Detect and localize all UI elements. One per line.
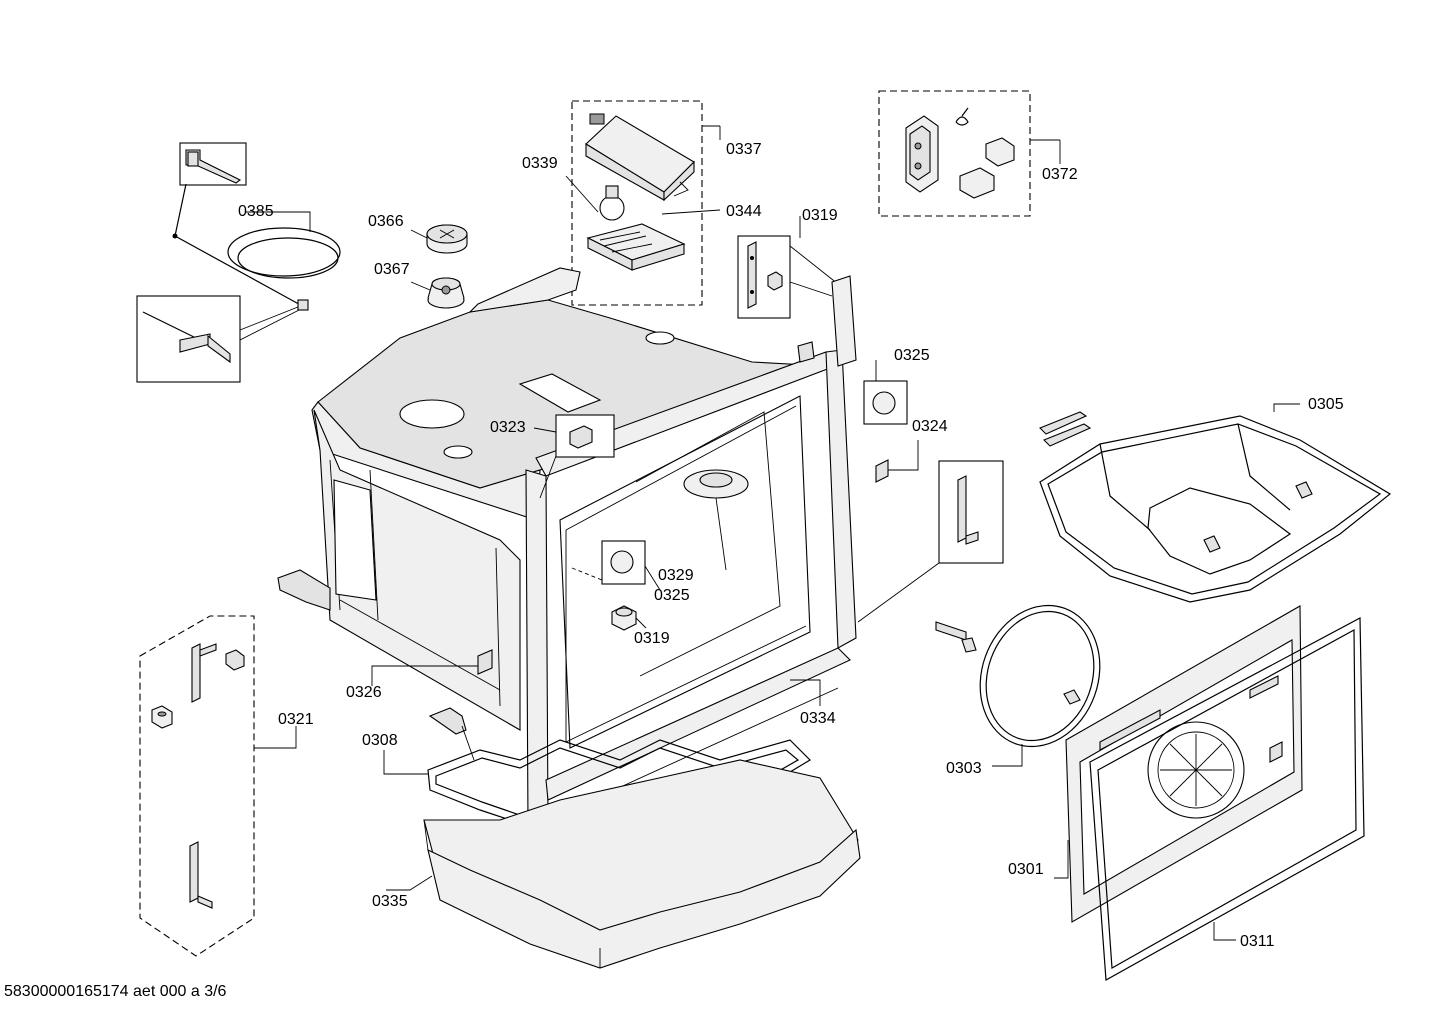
label-0366: 0366 xyxy=(368,213,404,230)
part-labels: 0385 0366 0367 0339 0337 0344 0319 0372 … xyxy=(238,141,1344,950)
label-0385: 0385 xyxy=(238,203,274,220)
label-0339: 0339 xyxy=(522,155,558,172)
part-0323-clip xyxy=(533,414,615,499)
part-0366-fan-cap xyxy=(410,224,468,254)
part-0301-rear-panel xyxy=(1054,605,1303,923)
leader-0334 xyxy=(790,679,821,706)
oven-cavity xyxy=(277,267,857,827)
part-0319-bracket-top xyxy=(737,216,839,319)
label-0301: 0301 xyxy=(1008,861,1044,878)
part-0385-sensor-cable xyxy=(136,142,341,383)
part-door-hinge-bracket xyxy=(857,460,1004,623)
label-0324: 0324 xyxy=(912,418,948,435)
label-0326: 0326 xyxy=(346,684,382,701)
label-0311: 0311 xyxy=(1240,933,1275,950)
label-0367: 0367 xyxy=(374,261,410,278)
label-0319-top: 0319 xyxy=(802,207,838,224)
label-0321: 0321 xyxy=(278,711,314,728)
label-0344: 0344 xyxy=(726,203,762,220)
part-group-lamp xyxy=(565,100,721,306)
part-group-0372-switch xyxy=(878,90,1061,217)
part-0324-plate xyxy=(875,440,919,483)
leader-0329 xyxy=(715,497,727,571)
part-0303-ring-heater xyxy=(935,604,1101,767)
part-0326-clip xyxy=(371,649,493,686)
label-0305: 0305 xyxy=(1308,396,1344,413)
label-0325-top: 0325 xyxy=(894,347,930,364)
label-0329: 0329 xyxy=(658,567,694,584)
document-id: 58300000165174 aet 000 a 3/6 xyxy=(4,983,227,1000)
label-0337: 0337 xyxy=(726,141,762,158)
part-0325-cover-mid xyxy=(571,540,661,591)
part-0325-cover-top xyxy=(863,360,908,425)
label-0372: 0372 xyxy=(1042,166,1078,183)
label-0334: 0334 xyxy=(800,710,836,727)
label-0303: 0303 xyxy=(946,760,982,777)
part-0367-fan-base xyxy=(410,277,465,309)
label-0308: 0308 xyxy=(362,732,398,749)
part-0319-lampholder-mid xyxy=(611,605,647,631)
part-group-0321-brackets xyxy=(139,615,297,957)
part-0311-gasket xyxy=(1089,617,1365,981)
label-0323: 0323 xyxy=(490,419,526,436)
label-0335: 0335 xyxy=(372,893,408,910)
label-0325-mid: 0325 xyxy=(654,587,690,604)
part-0335-insulation xyxy=(386,759,861,969)
label-0319-mid: 0319 xyxy=(634,630,670,647)
part-0305-grill-heater xyxy=(1039,403,1392,603)
